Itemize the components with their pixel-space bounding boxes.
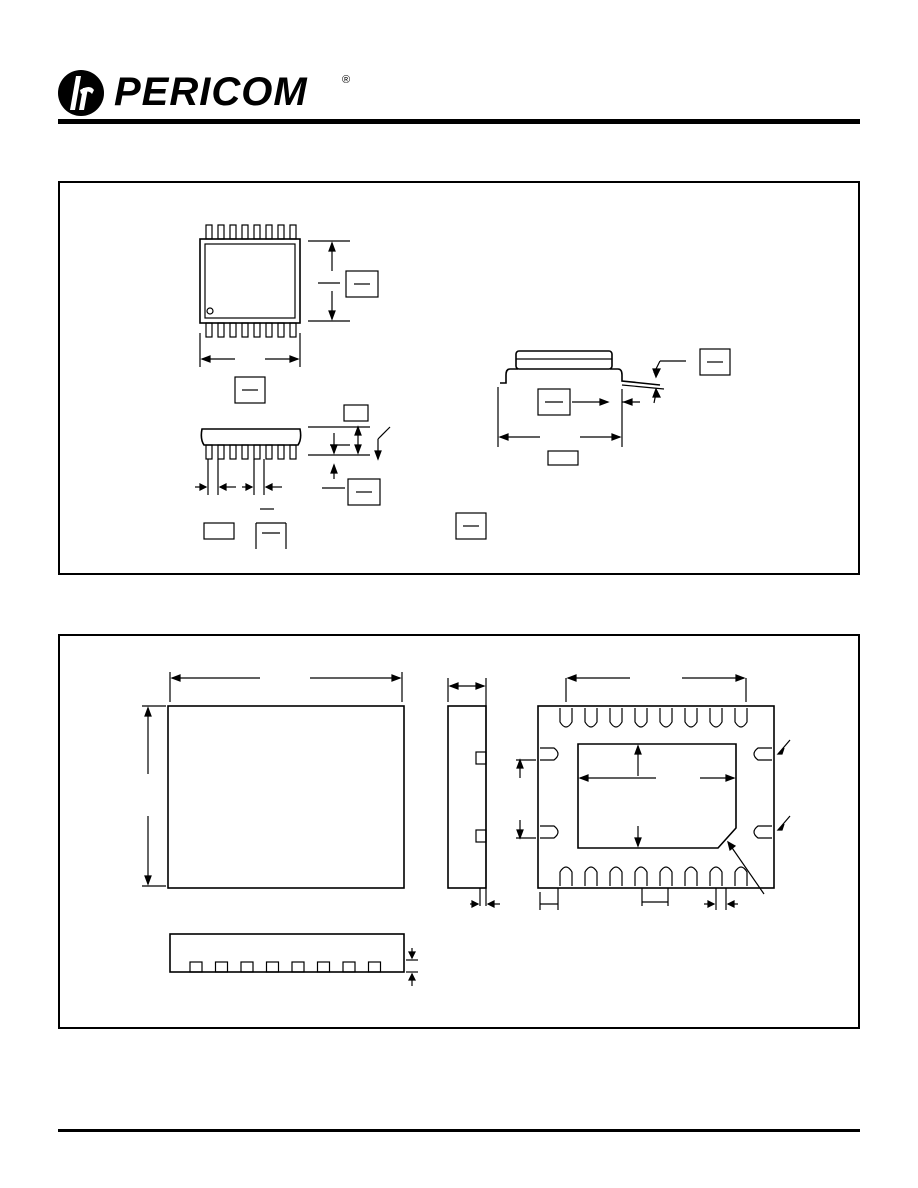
registered-mark: ® bbox=[342, 74, 351, 86]
tssop-pin bbox=[277, 224, 285, 240]
tssop-side-pin bbox=[241, 444, 249, 460]
tssop-pin bbox=[229, 322, 237, 338]
tssop-pin bbox=[205, 224, 213, 240]
tssop-pin bbox=[205, 322, 213, 338]
qfn-side-view bbox=[447, 678, 500, 908]
tssop-pin bbox=[229, 224, 237, 240]
qfn-pad bbox=[584, 866, 598, 886]
tssop-package-panel bbox=[58, 181, 860, 575]
tssop-side-view bbox=[195, 404, 391, 549]
header-rule bbox=[58, 119, 860, 124]
qfn-front-view bbox=[169, 933, 418, 986]
tssop-pin bbox=[217, 322, 225, 338]
tssop-pin bbox=[265, 224, 273, 240]
qfn-front-pad bbox=[367, 961, 382, 973]
brand-name: PERICOM bbox=[114, 70, 308, 114]
qfn-front-pad bbox=[265, 961, 280, 973]
tssop-pin bbox=[289, 224, 297, 240]
tssop-side-pin bbox=[265, 444, 273, 460]
tssop-pin bbox=[253, 224, 261, 240]
tssop-pin bbox=[217, 224, 225, 240]
qfn-bottom-view bbox=[516, 674, 791, 910]
qfn-front-pad bbox=[291, 961, 305, 973]
qfn-front-pad bbox=[214, 961, 229, 973]
qfn-pad bbox=[634, 708, 648, 728]
qfn-pad bbox=[584, 708, 598, 728]
tssop-side-pin bbox=[277, 444, 285, 460]
qfn-pad bbox=[734, 708, 748, 728]
tssop-end-view bbox=[455, 348, 731, 540]
tssop-pin bbox=[253, 322, 261, 338]
tssop-top-view bbox=[199, 224, 379, 404]
pericom-logo-icon bbox=[58, 70, 104, 116]
qfn-pad bbox=[609, 708, 623, 728]
qfn-front-pad bbox=[240, 961, 254, 973]
qfn-pad bbox=[684, 708, 698, 728]
tssop-pin bbox=[277, 322, 285, 338]
qfn-top-view bbox=[142, 672, 405, 889]
qfn-pad bbox=[709, 708, 723, 728]
qfn-front-pad bbox=[316, 961, 331, 973]
tssop-side-pin bbox=[205, 444, 213, 460]
qfn-front-pad bbox=[189, 961, 203, 973]
tssop-pin bbox=[241, 322, 249, 338]
tssop-side-pin bbox=[289, 444, 297, 460]
qfn-pad bbox=[659, 708, 673, 728]
tssop-side-pin bbox=[217, 444, 225, 460]
tssop-side-pin bbox=[253, 444, 261, 460]
qfn-package-panel bbox=[58, 634, 860, 1029]
tssop-pin bbox=[265, 322, 273, 338]
qfn-pad bbox=[609, 866, 623, 886]
qfn-pad bbox=[659, 866, 673, 886]
qfn-pad bbox=[734, 866, 748, 886]
tssop-pin bbox=[241, 224, 249, 240]
qfn-package-drawing bbox=[142, 672, 791, 986]
pericom-logo: PERICOM ® bbox=[56, 66, 356, 122]
qfn-pad bbox=[684, 866, 698, 886]
tssop-pin bbox=[289, 322, 297, 338]
qfn-front-pad bbox=[342, 961, 356, 973]
tssop-side-pin bbox=[229, 444, 237, 460]
qfn-pad bbox=[559, 708, 573, 728]
tssop-package-drawing bbox=[195, 224, 731, 549]
qfn-pad bbox=[559, 866, 573, 886]
qfn-pad bbox=[634, 866, 648, 886]
footer-rule bbox=[58, 1129, 860, 1132]
qfn-pad bbox=[709, 866, 723, 886]
